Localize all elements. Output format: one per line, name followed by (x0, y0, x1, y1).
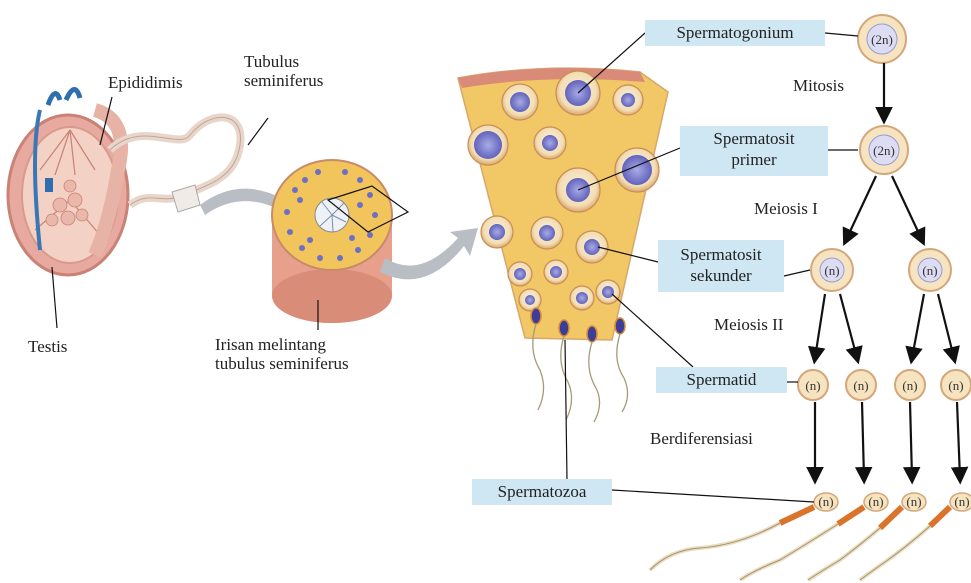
box-spermatosit-primer: Spermatosit primer (680, 126, 828, 176)
testis-illustration (8, 89, 128, 275)
cell-label: (n) (818, 494, 833, 509)
box-spermatid: Spermatid (656, 367, 787, 393)
spermatid-cells: (n) (n) (n) (n) (798, 370, 971, 400)
cell-label: (n) (902, 378, 917, 393)
gray-arrow-2 (380, 228, 478, 279)
tissue-section (458, 68, 668, 422)
cell-2n-spermatogonium: (2n) (858, 15, 906, 63)
cell-label: (2n) (873, 143, 895, 158)
cell-label: (n) (922, 263, 937, 278)
sperm-cell: (n) (740, 493, 888, 580)
box-spermatosit-sekunder: Spermatosit sekunder (658, 240, 784, 292)
label-testis: Testis (28, 338, 67, 357)
label-epididimis: Epididimis (108, 74, 183, 93)
sperm-cells: (n) (n) (n) (n) (650, 493, 971, 580)
cell-n-sekunder-left: (n) (811, 249, 853, 291)
label-meiosis-1: Meiosis I (754, 200, 818, 219)
cell-label: (n) (906, 494, 921, 509)
cell-label: (n) (805, 378, 820, 393)
cell-label: (2n) (871, 32, 893, 47)
cell-label: (n) (868, 494, 883, 509)
label-berdiferensiasi: Berdiferensiasi (650, 430, 753, 449)
cell-label: (n) (948, 378, 963, 393)
box-spermatozoa: Spermatozoa (472, 479, 612, 505)
label-tubulus-seminiferus: Tubulus seminiferus (244, 53, 323, 90)
tubule-cross-section (272, 160, 408, 323)
box-spermatogonium: Spermatogonium (645, 20, 825, 46)
label-meiosis-2: Meiosis II (714, 316, 783, 335)
cell-2n-spermatosit-primer: (2n) (860, 126, 908, 174)
cell-label: (n) (824, 263, 839, 278)
cell-n-sekunder-right: (n) (909, 249, 951, 291)
cell-label: (n) (954, 494, 969, 509)
cell-label: (n) (853, 378, 868, 393)
sperm-cell: (n) (650, 493, 838, 570)
label-irisan-melintang: Irisan melintang tubulus seminiferus (215, 336, 349, 373)
label-mitosis: Mitosis (793, 77, 844, 96)
